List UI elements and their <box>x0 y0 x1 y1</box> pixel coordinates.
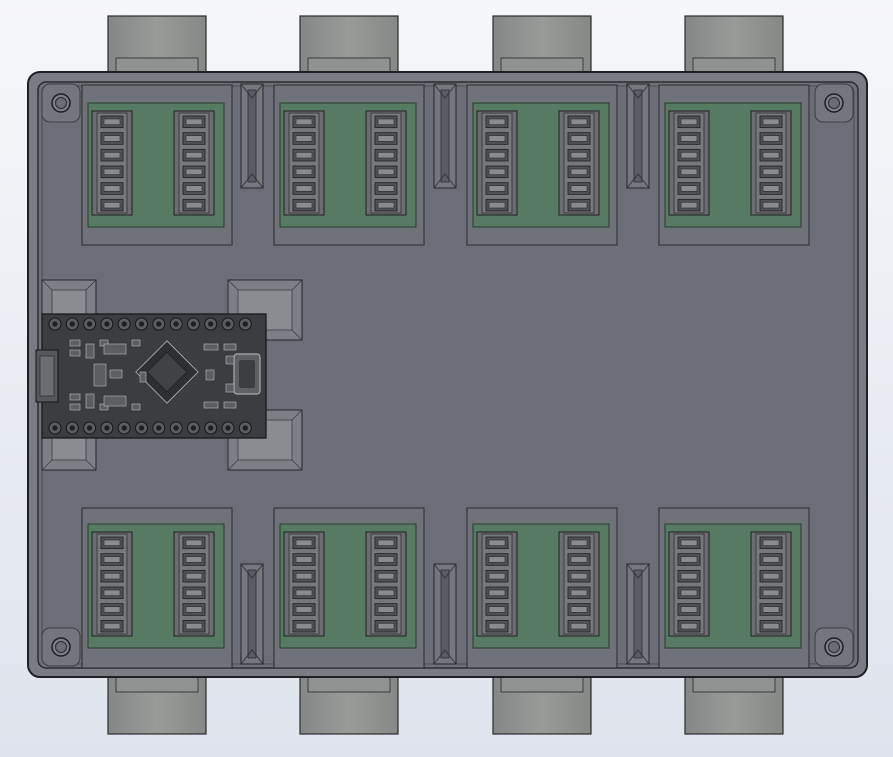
divider-slot <box>240 563 264 665</box>
smd-component <box>225 383 235 393</box>
din-clips-top <box>107 15 784 79</box>
smd-component <box>223 343 237 351</box>
terminal-block <box>173 531 215 637</box>
terminal-modules-bottom <box>81 507 810 669</box>
smd-component <box>85 393 95 409</box>
smd-component <box>69 393 81 401</box>
divider-slot <box>240 83 264 189</box>
din-clip <box>492 671 592 735</box>
din-clip <box>684 671 784 735</box>
smd-component <box>131 339 141 347</box>
smd-component <box>139 371 147 383</box>
smd-component <box>85 343 95 359</box>
terminal-module <box>81 507 233 669</box>
smd-component <box>69 403 81 411</box>
terminal-module <box>273 507 425 669</box>
divider-slot <box>433 563 457 665</box>
divider-slot <box>626 563 650 665</box>
terminal-block <box>365 531 407 637</box>
terminal-block <box>668 110 710 216</box>
divider-slot <box>626 83 650 189</box>
terminal-module <box>658 84 810 246</box>
mounting-hole <box>814 627 854 667</box>
smd-component <box>69 349 81 357</box>
smd-component <box>69 339 81 347</box>
divider-slot <box>433 83 457 189</box>
smd-component <box>93 363 107 387</box>
terminal-block <box>750 110 792 216</box>
smd-component <box>223 401 237 409</box>
smd-component <box>225 355 235 365</box>
smd-component <box>205 369 215 381</box>
terminal-block <box>283 531 325 637</box>
din-clip <box>299 15 399 79</box>
terminal-block <box>365 110 407 216</box>
din-clip <box>107 15 207 79</box>
terminal-block <box>476 531 518 637</box>
terminal-block <box>668 531 710 637</box>
din-clip <box>684 15 784 79</box>
terminal-module <box>81 84 233 246</box>
terminal-block <box>558 110 600 216</box>
smd-component <box>203 401 219 409</box>
mounting-hole <box>41 83 81 123</box>
smd-component <box>103 395 127 407</box>
terminal-block <box>91 110 133 216</box>
smd-component <box>203 343 219 351</box>
din-clip <box>492 15 592 79</box>
din-clip <box>299 671 399 735</box>
smd-component <box>103 343 127 355</box>
terminal-block <box>476 110 518 216</box>
smd-component <box>131 403 141 411</box>
terminal-block <box>283 110 325 216</box>
terminal-modules-top <box>81 84 810 246</box>
mounting-holes <box>41 83 854 667</box>
terminal-block <box>173 110 215 216</box>
din-clips-bottom <box>107 671 784 735</box>
terminal-module <box>466 507 618 669</box>
mounting-hole <box>814 83 854 123</box>
mounting-hole <box>41 627 81 667</box>
terminal-block <box>558 531 600 637</box>
terminal-block <box>750 531 792 637</box>
terminal-block <box>91 531 133 637</box>
terminal-module <box>658 507 810 669</box>
din-clip <box>107 671 207 735</box>
microcontroller-board <box>35 313 267 439</box>
divider-slots <box>240 83 650 665</box>
terminal-module <box>466 84 618 246</box>
terminal-module <box>273 84 425 246</box>
enclosure-body <box>27 71 868 678</box>
smd-component <box>109 369 123 379</box>
